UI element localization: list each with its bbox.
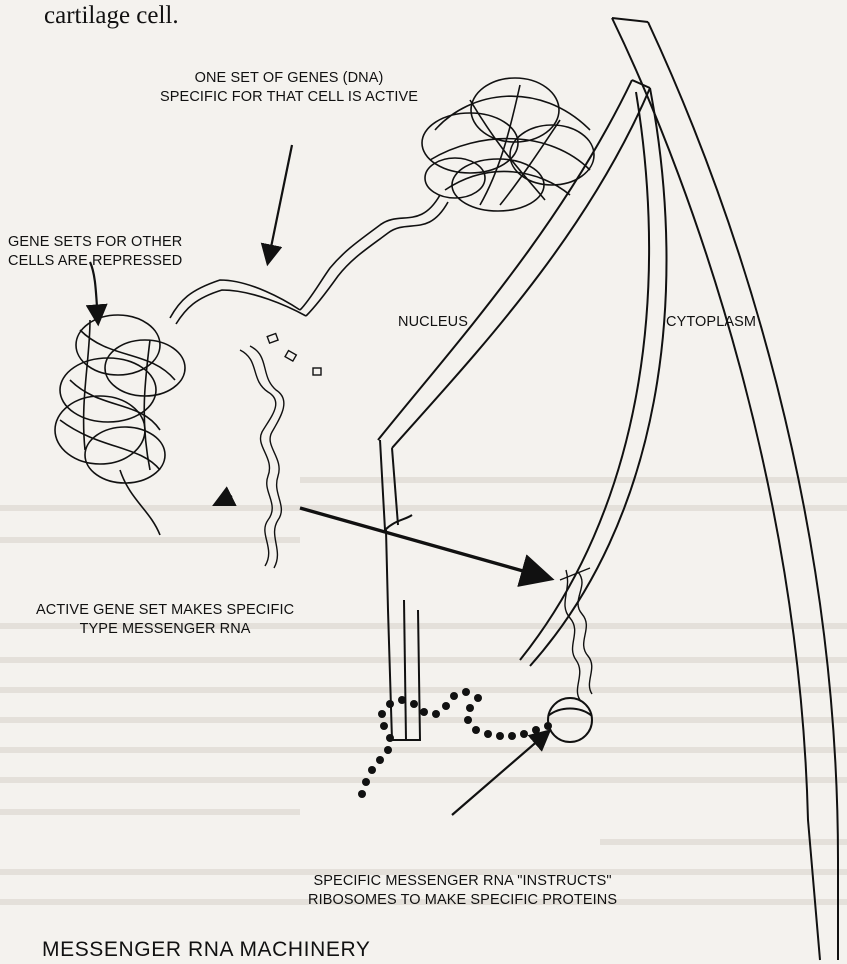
messenger-rna-strand (240, 346, 592, 700)
arrow-active-genes (268, 145, 292, 262)
repressed-gene-coils (55, 315, 185, 535)
arrow-nucleus-to-cytoplasm (300, 508, 548, 578)
label-ribosomes: SPECIFIC MESSENGER RNA "INSTRUCTS" RIBOS… (308, 872, 617, 910)
label-cytoplasm: CYTOPLASM (666, 313, 756, 332)
dna-strand-twisted (170, 195, 448, 324)
arrow-to-ribosome (452, 732, 548, 815)
nuclear-envelope (378, 80, 667, 740)
label-messenger-rna: ACTIVE GENE SET MAKES SPECIFIC TYPE MESS… (36, 601, 294, 639)
rna-fragments (267, 333, 321, 375)
cell-membrane (612, 18, 838, 960)
label-repressed-genes: GENE SETS FOR OTHER CELLS ARE REPRESSED (8, 233, 182, 271)
arrow-repressed-genes (90, 262, 98, 322)
arrow-to-rna (216, 496, 232, 504)
diagram-title: MESSENGER RNA MACHINERY (42, 938, 370, 962)
label-active-genes: ONE SET OF GENES (DNA) SPECIFIC FOR THAT… (160, 69, 418, 107)
label-nucleus: NUCLEUS (398, 313, 468, 332)
